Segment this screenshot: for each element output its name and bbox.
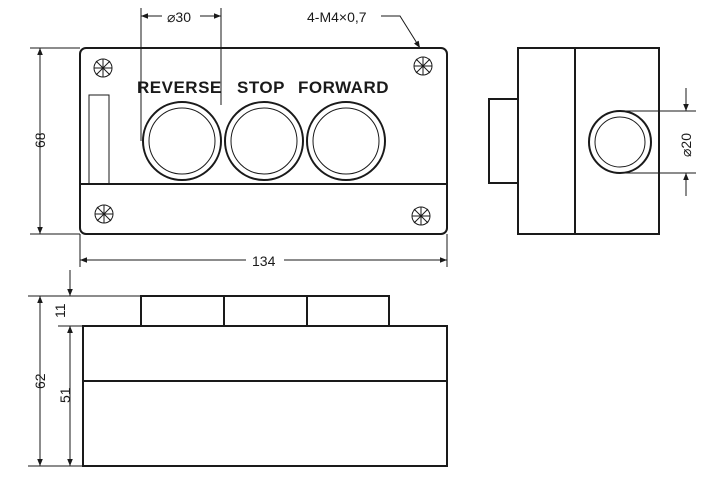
dim-total-depth: 62 [28, 295, 83, 467]
dim-button-protrusion-text: 11 [52, 303, 68, 318]
top-button-3 [306, 295, 390, 327]
dim-screw-spec: 4-M4×0,7 [307, 9, 421, 49]
forward-button [306, 101, 386, 181]
label-stop: STOP [237, 78, 285, 97]
reverse-button [142, 101, 222, 181]
top-body [82, 325, 448, 467]
screw-icon-bottom-left [94, 204, 114, 224]
dim-button-diameter-text: ⌀30 [167, 9, 191, 25]
dim-side-hole-diameter-text: ⌀20 [678, 133, 694, 157]
dim-body-depth-text: 51 [57, 387, 73, 403]
screw-icon-bottom-right [411, 206, 431, 226]
top-view: 11 62 51 [28, 270, 448, 467]
dim-total-depth-text: 62 [32, 373, 48, 389]
top-button-2 [223, 295, 308, 327]
dim-body-depth: 51 [57, 326, 73, 466]
stop-button [224, 101, 304, 181]
dim-body-width: 134 [79, 234, 448, 269]
side-view: ⌀20 [488, 47, 696, 235]
dim-body-height: 68 [30, 47, 80, 235]
dim-side-hole-diameter: ⌀20 [620, 88, 696, 196]
dim-button-diameter: ⌀30 [140, 8, 222, 141]
dim-body-width-text: 134 [252, 253, 276, 269]
label-reverse: REVERSE [137, 78, 222, 97]
top-button-1 [140, 295, 225, 327]
label-forward: FORWARD [298, 78, 389, 97]
label-window [88, 94, 110, 185]
front-view: REVERSE STOP FORWARD [30, 8, 448, 269]
side-cable-gland [488, 98, 520, 184]
front-body [79, 47, 448, 235]
dim-screw-spec-text: 4-M4×0,7 [307, 9, 367, 25]
screw-icon-top-right [413, 56, 433, 76]
dim-body-height-text: 68 [32, 132, 48, 148]
screw-icon-top-left [93, 58, 113, 78]
dim-button-protrusion: 11 [52, 270, 141, 352]
